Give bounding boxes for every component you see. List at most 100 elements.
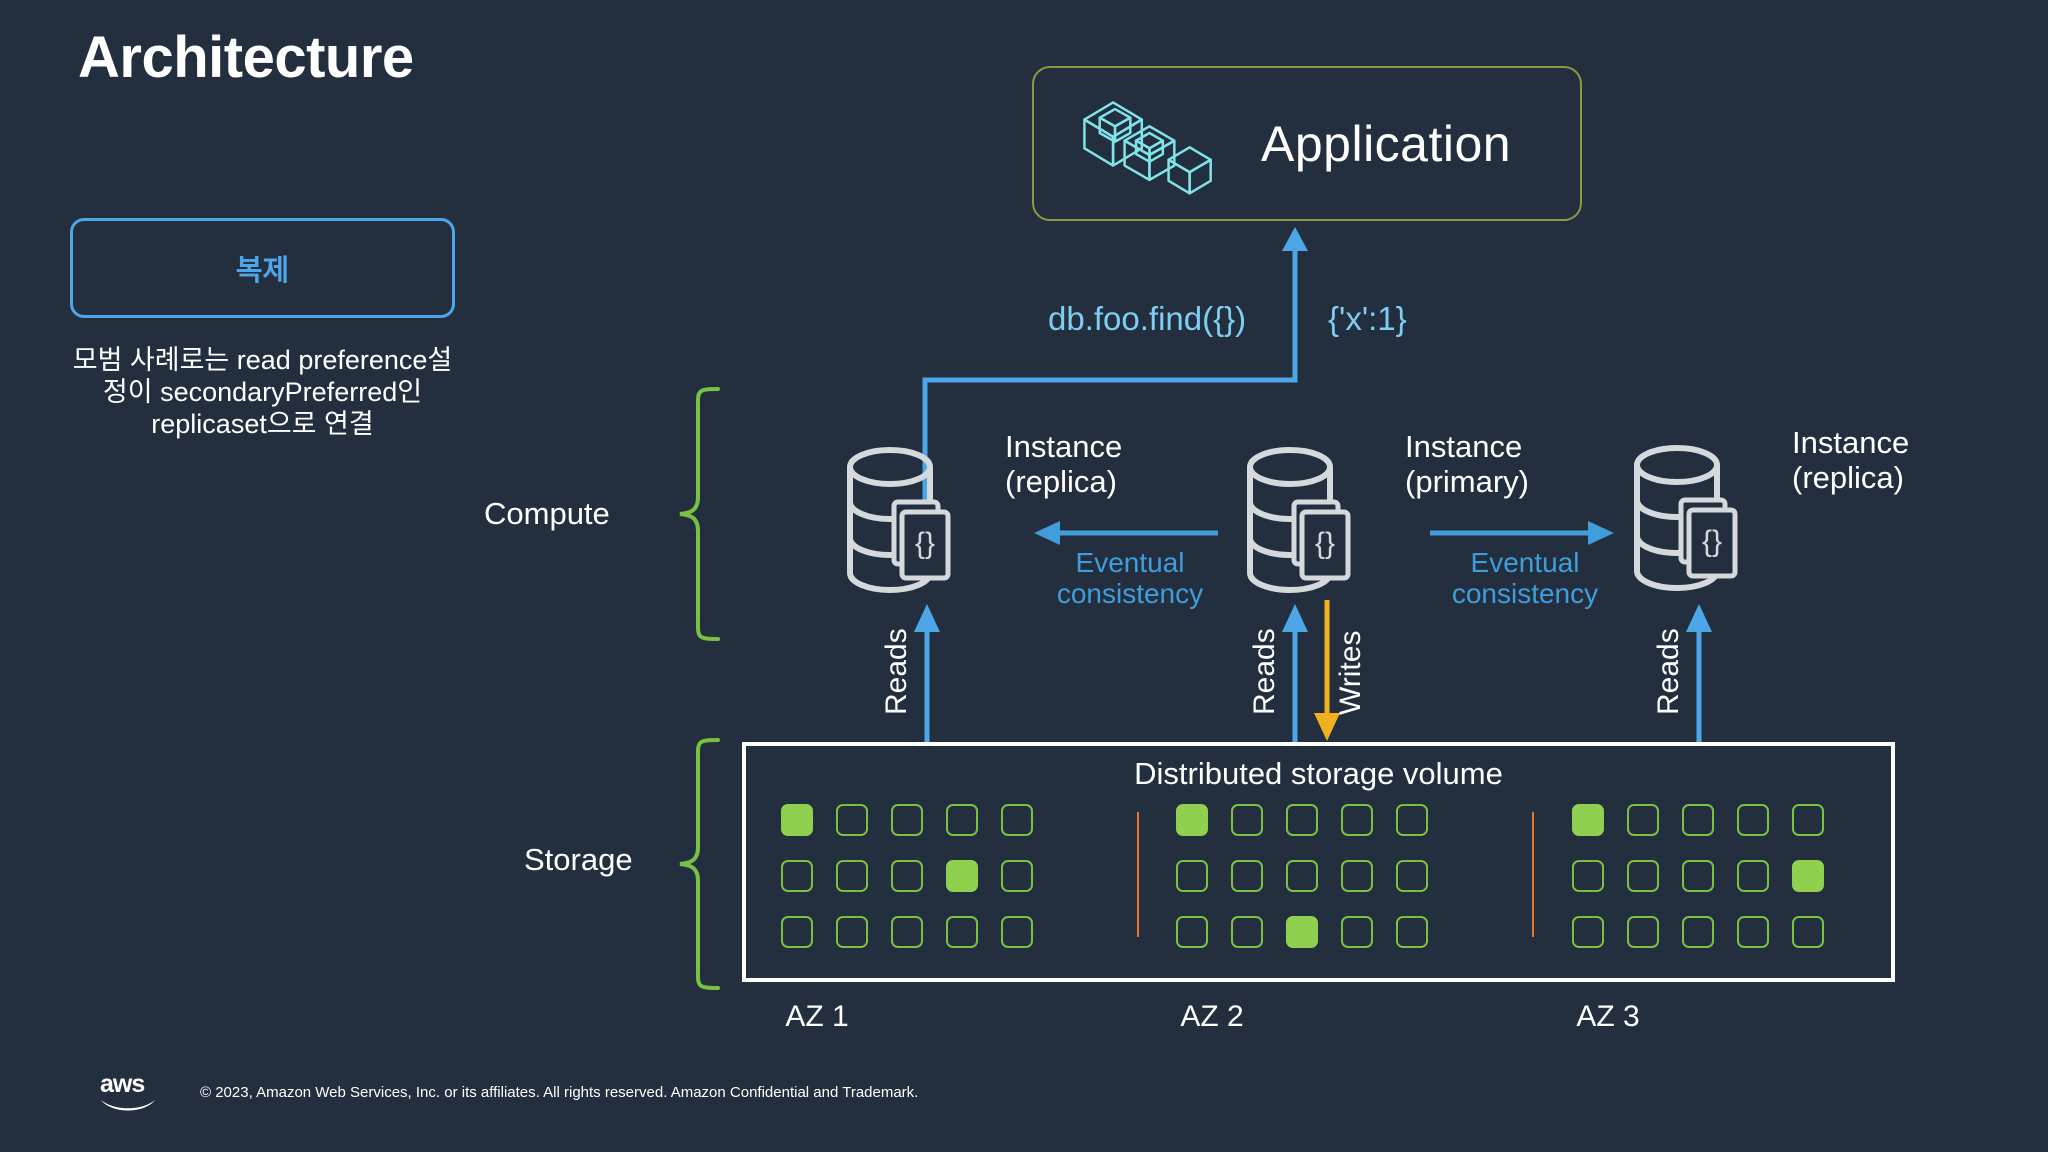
storage-cell-row	[781, 804, 1056, 860]
storage-cell-row	[1572, 804, 1847, 860]
storage-cell-row	[1176, 916, 1451, 972]
storage-grid-az3	[1572, 804, 1847, 972]
storage-cell	[1341, 860, 1373, 892]
database-document-icon: {}	[847, 447, 951, 593]
storage-panel-title: Distributed storage volume	[1134, 756, 1503, 791]
replication-arrow-left	[1034, 521, 1218, 545]
storage-bracket	[679, 738, 720, 990]
storage-cell	[1396, 916, 1428, 948]
storage-cell	[781, 916, 813, 948]
storage-cell	[1001, 860, 1033, 892]
aws-logo: aws	[100, 1070, 155, 1111]
copyright-text: © 2023, Amazon Web Services, Inc. or its…	[200, 1084, 919, 1101]
storage-cell	[1176, 916, 1208, 948]
instance-label: Instance (primary)	[1405, 429, 1529, 499]
az-caption-3: AZ 3	[1576, 1000, 1640, 1033]
storage-cell	[1572, 804, 1604, 836]
storage-cell	[1231, 916, 1263, 948]
reads-arrow-az3	[1686, 604, 1712, 745]
storage-cell	[781, 860, 813, 892]
storage-cell	[1627, 860, 1659, 892]
storage-cell	[1627, 916, 1659, 948]
svg-text:aws: aws	[100, 1070, 144, 1098]
reads-label-az1: Reads	[880, 628, 913, 715]
storage-cell	[1682, 804, 1714, 836]
instance-replica-az3: {} Instance (replica)	[1632, 425, 1909, 603]
storage-cell	[1341, 916, 1373, 948]
page-title: Architecture	[78, 25, 414, 90]
eventual-consistency-left: Eventual consistency	[1056, 547, 1204, 610]
storage-cell	[1396, 860, 1428, 892]
isometric-cubes-icon	[1083, 100, 1212, 195]
writes-label-az2: Writes	[1334, 630, 1367, 715]
writes-arrow-az2	[1314, 600, 1340, 741]
storage-cell	[1737, 860, 1769, 892]
replication-badge-label: 복제	[235, 255, 290, 287]
storage-cell	[1792, 804, 1824, 836]
az-caption-1: AZ 1	[785, 1000, 849, 1033]
storage-cell	[1737, 916, 1769, 948]
storage-cell	[836, 804, 868, 836]
storage-cell	[1001, 804, 1033, 836]
reads-arrow-az1	[914, 604, 940, 745]
storage-cell	[946, 916, 978, 948]
replication-badge: 복제	[70, 218, 455, 318]
az-caption-2: AZ 2	[1180, 1000, 1244, 1033]
application-box: Application	[1032, 66, 1582, 221]
storage-cell	[1682, 860, 1714, 892]
application-label: Application	[1261, 115, 1512, 172]
storage-cell	[1572, 860, 1604, 892]
storage-cell	[1572, 916, 1604, 948]
query-response-label: {'x':1}	[1328, 300, 1407, 337]
instance-replica-az1: {} Instance (replica)	[845, 429, 1122, 605]
storage-cell	[1231, 860, 1263, 892]
storage-label: Storage	[524, 842, 633, 877]
application-query-connector	[922, 227, 1308, 560]
distributed-storage-volume: Distributed storage volume	[742, 742, 1895, 982]
database-document-icon: {}	[1634, 445, 1738, 591]
storage-cell	[781, 804, 813, 836]
storage-cell-row	[1176, 804, 1451, 860]
storage-cell	[1792, 860, 1824, 892]
storage-cell	[1396, 804, 1428, 836]
storage-cell	[946, 860, 978, 892]
storage-cell	[836, 860, 868, 892]
query-request-label: db.foo.find({})	[1048, 300, 1247, 337]
reads-label-az3: Reads	[1652, 628, 1685, 715]
storage-cell	[891, 860, 923, 892]
storage-cell	[1176, 860, 1208, 892]
storage-grid-az1	[781, 804, 1056, 972]
instance-label: Instance (replica)	[1792, 425, 1910, 495]
storage-cell	[1737, 804, 1769, 836]
storage-cell	[1001, 916, 1033, 948]
storage-cell-row	[781, 916, 1056, 972]
reads-arrow-az2	[1282, 604, 1308, 745]
storage-cell	[1286, 860, 1318, 892]
storage-cell	[1231, 804, 1263, 836]
instance-label: Instance (replica)	[1005, 429, 1123, 499]
storage-cell	[1792, 916, 1824, 948]
compute-label: Compute	[484, 496, 610, 531]
svg-text:{}: {}	[1702, 525, 1722, 558]
storage-cell-row	[1572, 916, 1847, 972]
storage-grid-az2	[1176, 804, 1451, 972]
eventual-consistency-right: Eventual consistency	[1451, 547, 1599, 610]
storage-cell	[1341, 804, 1373, 836]
reads-label-az2: Reads	[1248, 628, 1281, 715]
replication-arrow-right	[1430, 521, 1614, 545]
storage-cell	[1286, 916, 1318, 948]
storage-cell	[1286, 804, 1318, 836]
storage-cell	[1176, 804, 1208, 836]
storage-cell	[891, 804, 923, 836]
svg-text:{}: {}	[1315, 527, 1335, 560]
az-divider-1	[1137, 812, 1139, 937]
database-document-icon: {}	[1247, 447, 1351, 593]
instance-primary-az2: {} Instance (primary)	[1245, 429, 1529, 605]
storage-cell	[836, 916, 868, 948]
compute-bracket	[679, 387, 720, 641]
storage-cell	[946, 804, 978, 836]
az-divider-2	[1532, 812, 1534, 937]
storage-cell-row	[1572, 860, 1847, 916]
svg-text:{}: {}	[915, 527, 935, 560]
replication-note: 모범 사례로는 read preference설정이 secondaryPref…	[72, 345, 453, 439]
